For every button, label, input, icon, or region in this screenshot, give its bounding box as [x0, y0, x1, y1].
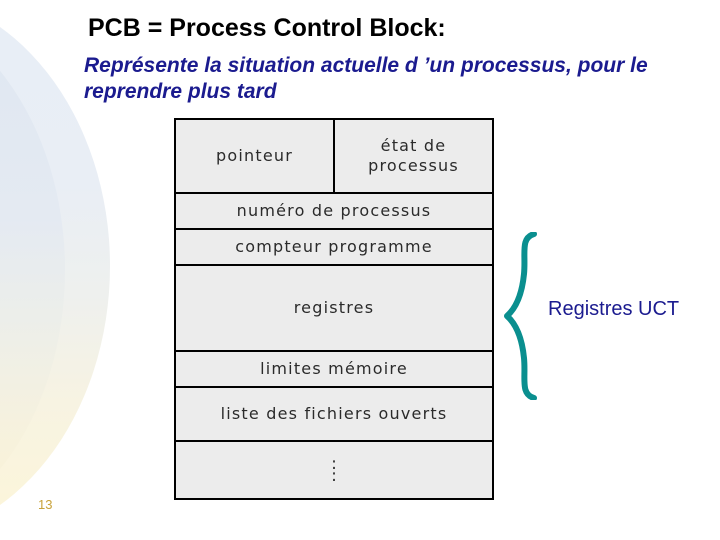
pcb-cell-compteur-programme: compteur programme	[235, 237, 433, 256]
pcb-row: liste des fichiers ouverts	[176, 388, 492, 442]
pcb-row: registres	[176, 266, 492, 352]
curly-brace-icon	[504, 232, 538, 400]
pcb-row: : :	[176, 442, 492, 498]
pcb-cell-pointeur: pointeur	[176, 120, 335, 192]
pcb-cell-numero-de-processus: numéro de processus	[236, 201, 432, 220]
pcb-cell-etat-de-processus: état de processus	[368, 136, 459, 175]
pcb-cell-liste-des-fichiers-ouverts: liste des fichiers ouverts	[220, 404, 448, 423]
pcb-cell-ellipsis: : :	[331, 453, 337, 486]
pcb-row: limites mémoire	[176, 352, 492, 388]
page-subtitle: Représente la situation actuelle d ’un p…	[84, 54, 648, 103]
registres-uct-label: Registres UCT	[548, 298, 680, 320]
page-title: PCB = Process Control Block:	[88, 14, 446, 42]
page-number: 13	[38, 497, 53, 512]
pcb-row: compteur programme	[176, 230, 492, 266]
pcb-diagram: pointeur état de processus numéro de pro…	[174, 118, 494, 500]
pcb-cell-registres: registres	[293, 298, 375, 317]
pcb-row: numéro de processus	[176, 194, 492, 230]
pcb-row: pointeur état de processus	[176, 120, 492, 194]
pcb-cell-limites-memoire: limites mémoire	[260, 359, 408, 378]
